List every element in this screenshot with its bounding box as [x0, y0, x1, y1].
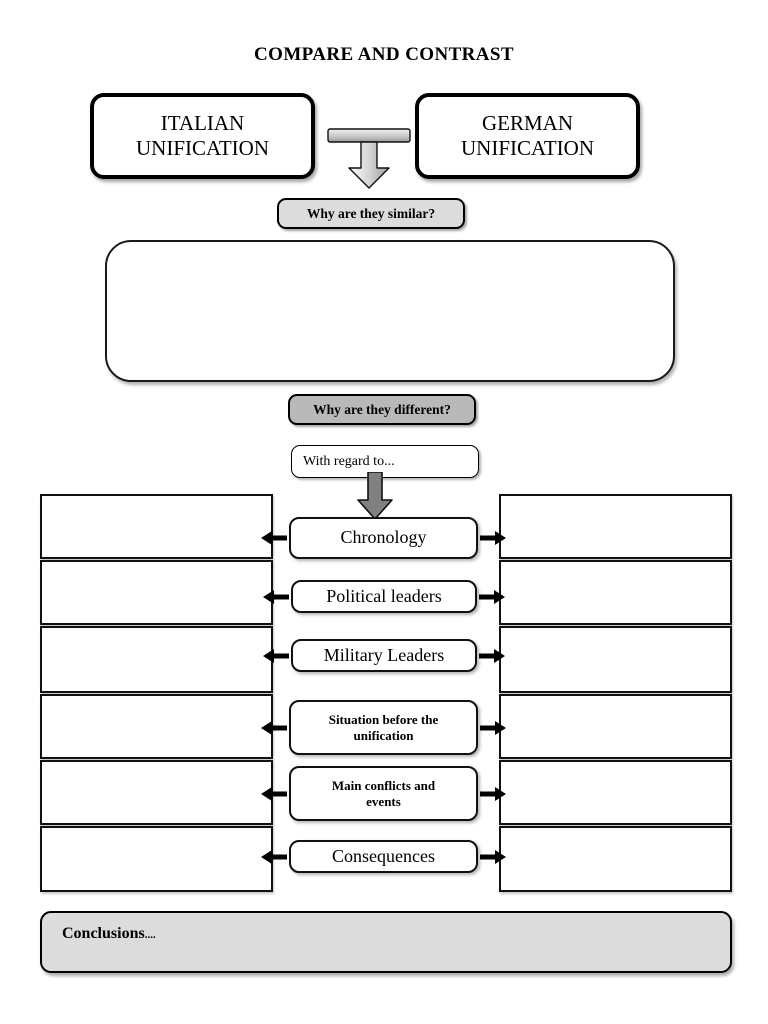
- left-answer-box-political-leaders[interactable]: [40, 560, 273, 625]
- arrow-right-icon-political-leaders: [479, 587, 505, 607]
- aspect-label-military-leaders-line1: Military Leaders: [323, 644, 445, 665]
- topic-box-italian-unification: ITALIAN UNIFICATION: [90, 93, 315, 179]
- arrow-left-icon-political-leaders: [263, 587, 289, 607]
- aspect-label-political-leaders-line1: Political leaders: [326, 585, 442, 606]
- page-title: COMPARE AND CONTRAST: [254, 44, 514, 65]
- topic-left-line2: UNIFICATION: [136, 136, 269, 160]
- arrow-right-icon-situation-before-unification: [480, 718, 506, 738]
- conclusions-text: Conclusions: [62, 925, 145, 942]
- right-answer-box-military-leaders[interactable]: [499, 626, 732, 693]
- similarities-answer-area[interactable]: [105, 240, 675, 382]
- down-arrow-icon: [356, 471, 394, 520]
- aspect-box-consequences: Consequences: [289, 840, 478, 873]
- right-answer-box-political-leaders[interactable]: [499, 560, 732, 625]
- arrow-right-icon-consequences: [480, 847, 506, 867]
- t-shaped-down-arrow-icon: [327, 128, 411, 190]
- aspect-label-main-conflicts-and-events-line2: events: [366, 793, 401, 809]
- topic-left-line1: ITALIAN: [160, 111, 245, 136]
- right-answer-box-chronology[interactable]: [499, 494, 732, 559]
- aspect-label-main-conflicts-and-events-line1: Main conflicts and: [331, 777, 436, 793]
- left-answer-box-military-leaders[interactable]: [40, 626, 273, 693]
- arrow-left-icon-military-leaders: [263, 646, 289, 666]
- aspect-label-consequences-line1: Consequences: [332, 845, 435, 866]
- right-answer-box-consequences[interactable]: [499, 826, 732, 892]
- left-answer-box-situation-before-unification[interactable]: [40, 694, 273, 759]
- right-answer-box-main-conflicts-and-events[interactable]: [499, 760, 732, 825]
- arrow-right-icon-main-conflicts-and-events: [480, 784, 506, 804]
- left-answer-box-consequences[interactable]: [40, 826, 273, 892]
- arrow-left-icon-chronology: [261, 528, 287, 548]
- aspect-box-chronology: Chronology: [289, 517, 478, 559]
- arrow-right-icon-military-leaders: [479, 646, 505, 666]
- aspect-label-chronology-line1: Chronology: [340, 527, 427, 548]
- prompt-why-similar: Why are they similar?: [277, 198, 465, 229]
- prompt-why-different: Why are they different?: [288, 394, 476, 425]
- topic-right-line2: UNIFICATION: [461, 136, 594, 160]
- with-regard-to-box: With regard to...: [291, 445, 479, 478]
- right-answer-box-situation-before-unification[interactable]: [499, 694, 732, 759]
- left-answer-box-main-conflicts-and-events[interactable]: [40, 760, 273, 825]
- arrow-left-icon-consequences: [261, 847, 287, 867]
- conclusions-label: Conclusions....: [62, 925, 156, 943]
- arrow-right-icon-chronology: [480, 528, 506, 548]
- arrow-left-icon-main-conflicts-and-events: [261, 784, 287, 804]
- left-answer-box-chronology[interactable]: [40, 494, 273, 559]
- aspect-label-situation-before-unification-line1: Situation before the: [328, 711, 439, 727]
- aspect-box-military-leaders: Military Leaders: [291, 639, 477, 672]
- conclusions-area[interactable]: Conclusions....: [40, 911, 732, 973]
- topic-box-german-unification: GERMAN UNIFICATION: [415, 93, 640, 179]
- aspect-box-political-leaders: Political leaders: [291, 580, 477, 613]
- arrow-left-icon-situation-before-unification: [261, 718, 287, 738]
- topic-right-line1: GERMAN: [481, 111, 573, 136]
- aspect-label-situation-before-unification-line2: unification: [353, 727, 414, 743]
- conclusions-dots: ....: [144, 929, 156, 941]
